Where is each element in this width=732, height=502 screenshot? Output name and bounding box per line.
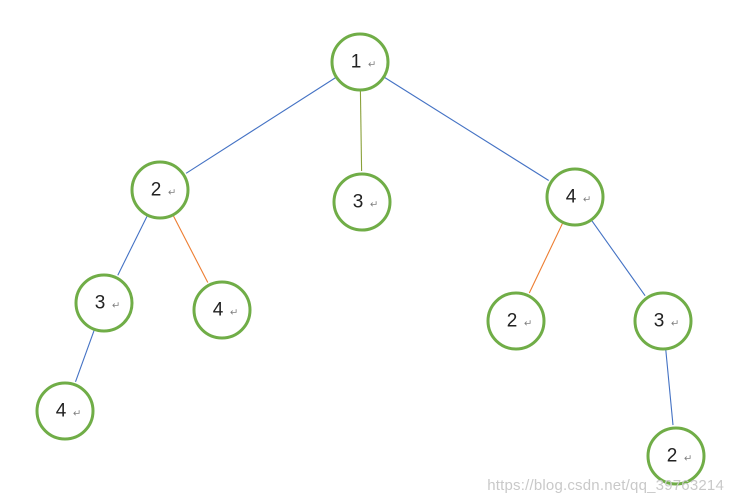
edge-n8-n10: [665, 348, 674, 426]
node-label: 4: [56, 401, 67, 422]
node-label: 4: [213, 300, 224, 321]
node-circle: [74, 273, 134, 333]
paragraph-mark-icon: ↵: [671, 319, 679, 330]
node-circle: [486, 291, 546, 351]
watermark-text: https://blog.csdn.net/qq_39763214: [487, 477, 724, 494]
node-label: 2: [151, 180, 162, 201]
paragraph-mark-icon: ↵: [368, 60, 376, 71]
node-circle: [646, 426, 706, 486]
edge-n4-n8: [590, 219, 646, 297]
node-circle: [332, 172, 392, 232]
paragraph-mark-icon: ↵: [112, 301, 120, 312]
node-label: 2: [507, 311, 518, 332]
nodes-layer: 1↵2↵3↵4↵3↵4↵2↵3↵4↵2↵: [35, 32, 706, 486]
paragraph-mark-icon: ↵: [684, 454, 692, 465]
node-label: 3: [95, 293, 106, 314]
paragraph-mark-icon: ↵: [370, 200, 378, 211]
node-label: 4: [566, 187, 577, 208]
tree-node-n7: 2↵: [486, 291, 546, 351]
paragraph-mark-icon: ↵: [230, 308, 238, 319]
node-circle: [330, 32, 390, 92]
tree-node-n10: 2↵: [646, 426, 706, 486]
tree-node-n2: 2↵: [130, 160, 190, 220]
edge-n5-n9: [74, 329, 96, 382]
tree-node-n8: 3↵: [633, 291, 693, 351]
paragraph-mark-icon: ↵: [524, 319, 532, 330]
node-circle: [192, 280, 252, 340]
edges-layer: [74, 76, 674, 426]
paragraph-mark-icon: ↵: [168, 188, 176, 199]
edge-n1-n3: [359, 89, 363, 172]
paragraph-mark-icon: ↵: [583, 195, 591, 206]
paragraph-mark-icon: ↵: [73, 409, 81, 420]
edge-n1-n2: [185, 76, 337, 174]
node-label: 2: [667, 446, 678, 467]
tree-node-n6: 4↵: [192, 280, 252, 340]
tree-node-n5: 3↵: [74, 273, 134, 333]
edge-n2-n6: [172, 214, 209, 283]
edge-n2-n5: [117, 214, 149, 276]
node-label: 1: [351, 52, 362, 73]
tree-node-n1: 1↵: [330, 32, 390, 92]
edge-n1-n4: [383, 76, 549, 181]
node-label: 3: [654, 311, 665, 332]
tree-node-n3: 3↵: [332, 172, 392, 232]
node-circle: [633, 291, 693, 351]
node-circle: [545, 167, 605, 227]
node-circle: [35, 381, 95, 441]
node-circle: [130, 160, 190, 220]
tree-node-n4: 4↵: [545, 167, 605, 227]
tree-node-n9: 4↵: [35, 381, 95, 441]
node-label: 3: [353, 192, 364, 213]
edge-n4-n7: [528, 222, 564, 294]
